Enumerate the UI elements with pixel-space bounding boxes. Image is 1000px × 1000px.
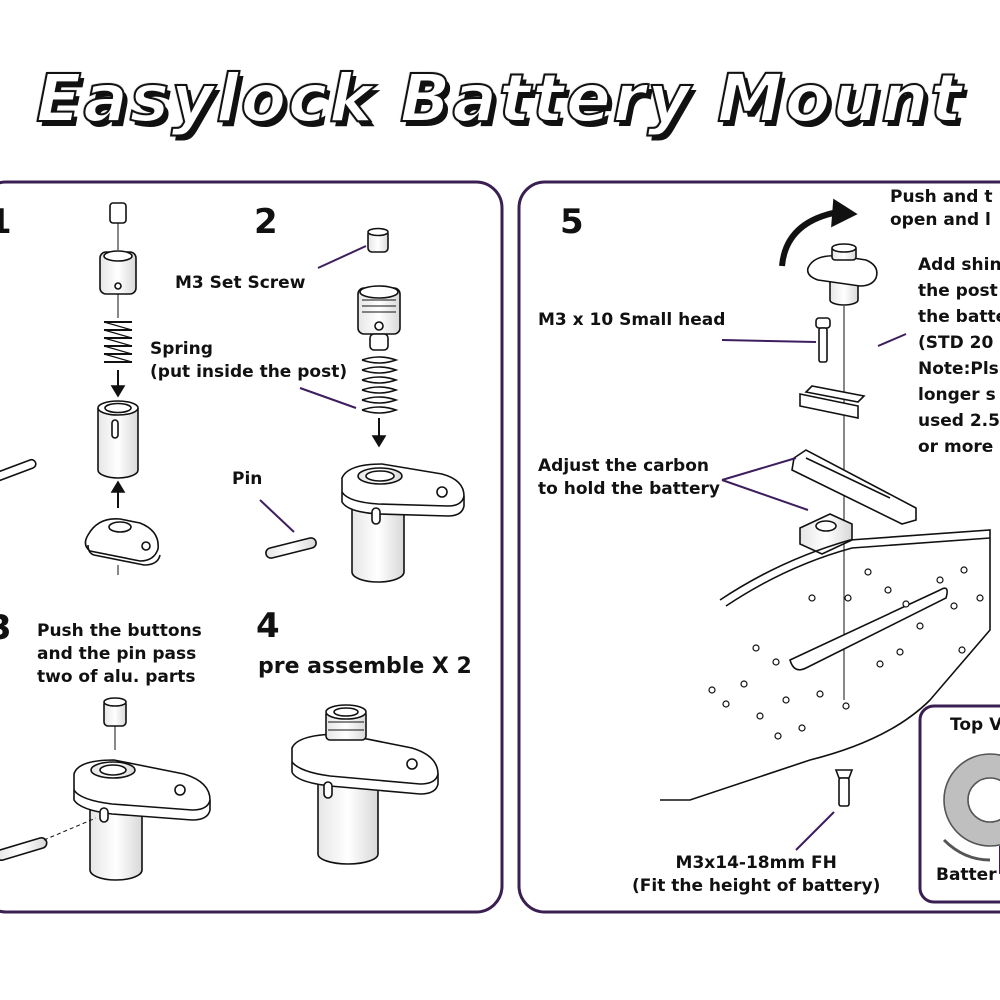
step5-parts xyxy=(660,198,1000,904)
label-small-head: M3 x 10 Small head xyxy=(538,310,726,330)
label-fh-screw: M3x14-18mm FH (Fit the height of battery… xyxy=(632,853,881,896)
label-spring: Spring (put inside the post) xyxy=(150,339,348,382)
step3-parts xyxy=(0,697,211,881)
label-adjust-carbon: Adjust the carbon to hold the battery xyxy=(538,456,720,499)
label-pin: Pin xyxy=(232,469,263,489)
label-battery: Batter xyxy=(936,865,997,885)
label-push-buttons: Push the buttons and the pin pass two of… xyxy=(37,621,202,687)
step-number-3: 3 xyxy=(0,608,12,648)
step2-parts xyxy=(265,227,465,583)
step4-part xyxy=(291,704,439,865)
label-top-view: Top V xyxy=(950,715,1000,735)
step-number-5: 5 xyxy=(560,202,584,242)
step-number-4: 4 xyxy=(256,606,280,646)
page-title: Easylock Battery Mount xyxy=(35,59,964,138)
step-number-2: 2 xyxy=(254,202,278,242)
step1-parts xyxy=(0,202,161,575)
label-set-screw: M3 Set Screw xyxy=(175,273,306,293)
label-push-turn: Push and t open and l xyxy=(890,187,993,230)
label-pre-assemble: pre assemble X 2 xyxy=(258,654,472,679)
left-panel xyxy=(0,180,504,914)
right-panel xyxy=(517,180,1000,914)
label-add-shim: Add shin the post the batte (STD 20 Note… xyxy=(918,255,1000,457)
step-number-1: 1 xyxy=(0,202,12,242)
leader-lines xyxy=(259,245,1000,874)
